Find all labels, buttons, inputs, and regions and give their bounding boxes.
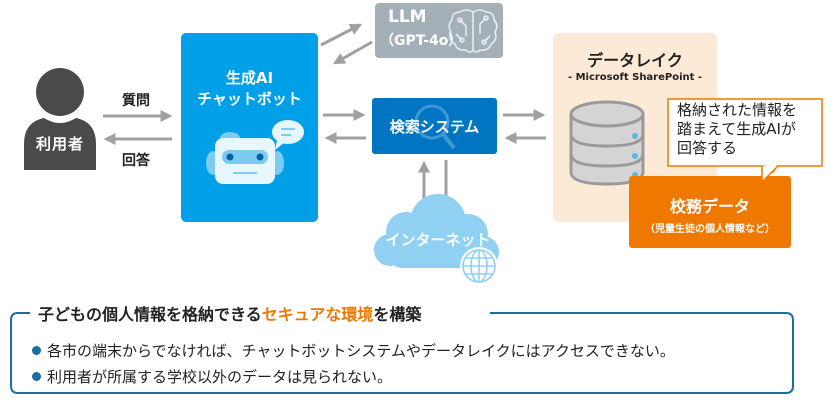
school-data-title: 校務データ xyxy=(669,197,750,216)
internet-label: インターネット xyxy=(385,231,491,249)
callout-line1: 格納された情報を xyxy=(677,101,798,119)
brain-icon xyxy=(448,9,498,53)
callout-bubble xyxy=(667,98,823,173)
user-label: 利用者 xyxy=(35,135,84,153)
summary-bullet: 利用者が所属する学校以外のデータは見られない。 xyxy=(32,366,392,387)
from-llm-arrow xyxy=(332,40,373,65)
question-label: 質問 xyxy=(122,93,150,109)
school-data-box xyxy=(629,176,791,248)
summary-bullet: 各市の端末からでなければ、チャットボットシステムやデータレイクにはアクセスできな… xyxy=(32,340,675,361)
summary-frame xyxy=(10,312,794,394)
user-icon xyxy=(24,68,96,170)
summary-title-highlight: セキュアな環境 xyxy=(261,305,374,324)
chatbot-title: 生成AI チャットボット xyxy=(181,68,318,110)
callout-line3: 回答する xyxy=(677,139,738,157)
summary-bullet-text: 各市の端末からでなければ、チャットボットシステムやデータレイクにはアクセスできな… xyxy=(47,342,675,360)
school-data-subtitle: （児童生徒の個人情報など） xyxy=(645,224,775,235)
callout-text: 格納された情報を 踏まえて生成AIが 回答する xyxy=(677,101,822,158)
llm-subtitle: （GPT-4o） xyxy=(380,33,463,49)
search-system-label: 検索システム xyxy=(389,118,480,136)
summary-bullet-text: 利用者が所属する学校以外のデータは見られない。 xyxy=(47,368,393,386)
summary-title-suffix: を構築 xyxy=(373,305,422,324)
chatbot-title-line2: チャットボット xyxy=(197,90,302,108)
callout-line2: 踏まえて生成AIが xyxy=(677,120,796,138)
search-system-box xyxy=(372,98,497,154)
answer-label: 回答 xyxy=(122,153,150,169)
globe-icon xyxy=(460,247,498,285)
callout-tail xyxy=(761,165,779,184)
robot-icon xyxy=(206,120,304,184)
llm-title: LLM xyxy=(388,7,427,27)
to-llm-arrow xyxy=(320,23,363,47)
llm-box xyxy=(375,3,503,58)
chatbot-title-line1: 生成AI xyxy=(225,69,274,87)
magnifier-icon xyxy=(414,104,456,150)
database-icon xyxy=(569,100,645,186)
bullet-dot-icon xyxy=(32,346,41,355)
summary-title: 子どもの個人情報を格納できるセキュアな環境を構築 xyxy=(34,301,426,325)
bullet-dot-icon xyxy=(32,372,41,381)
data-lake-title: データレイク xyxy=(587,51,683,70)
data-lake-subtitle: - Microsoft SharePoint - xyxy=(567,72,703,83)
summary-title-prefix: 子どもの個人情報を格納できる xyxy=(38,305,262,324)
